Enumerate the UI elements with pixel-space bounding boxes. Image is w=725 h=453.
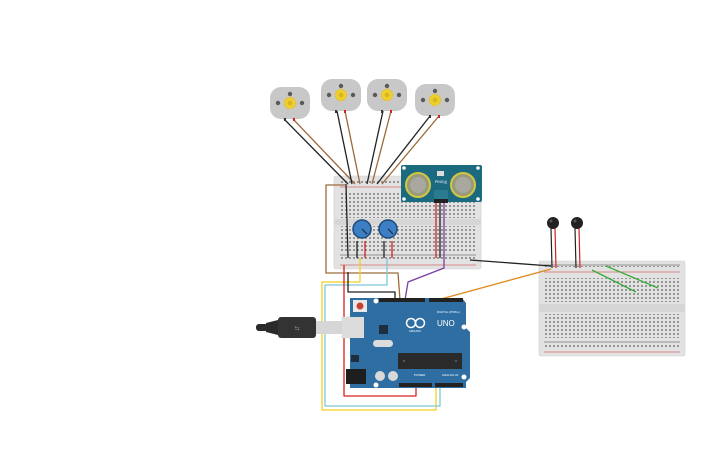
board-name: UNO [437, 319, 455, 328]
dc-motor-3[interactable] [367, 79, 407, 113]
dc-motor-1[interactable] [270, 87, 310, 121]
ultrasonic-sensor[interactable]: PING))) [401, 165, 482, 203]
dc-motor-2[interactable] [321, 79, 361, 113]
power-label: POWER [414, 373, 426, 377]
usb-icon: ⇆ [294, 325, 299, 332]
dc-motor-4[interactable] [415, 84, 455, 118]
potentiometer-1[interactable] [352, 219, 372, 239]
buzzer-2[interactable] [571, 217, 583, 269]
breadboard-large[interactable] [538, 260, 686, 357]
sensor-label: PING))) [435, 180, 447, 184]
digital-label: DIGITAL (PWM~) [437, 310, 460, 314]
analog-label: ANALOG IN [442, 373, 458, 377]
potentiometer-2[interactable] [378, 219, 398, 239]
arduino-uno[interactable]: UNO ARDUINO DIGITAL (PWM~) POWER ANALOG … [342, 298, 470, 388]
sensor-wires [404, 203, 445, 301]
motor-wires [283, 110, 440, 185]
brand-label: ARDUINO [409, 329, 421, 333]
buzzer-1[interactable] [547, 217, 559, 269]
breadboard-jumpers [345, 183, 393, 259]
